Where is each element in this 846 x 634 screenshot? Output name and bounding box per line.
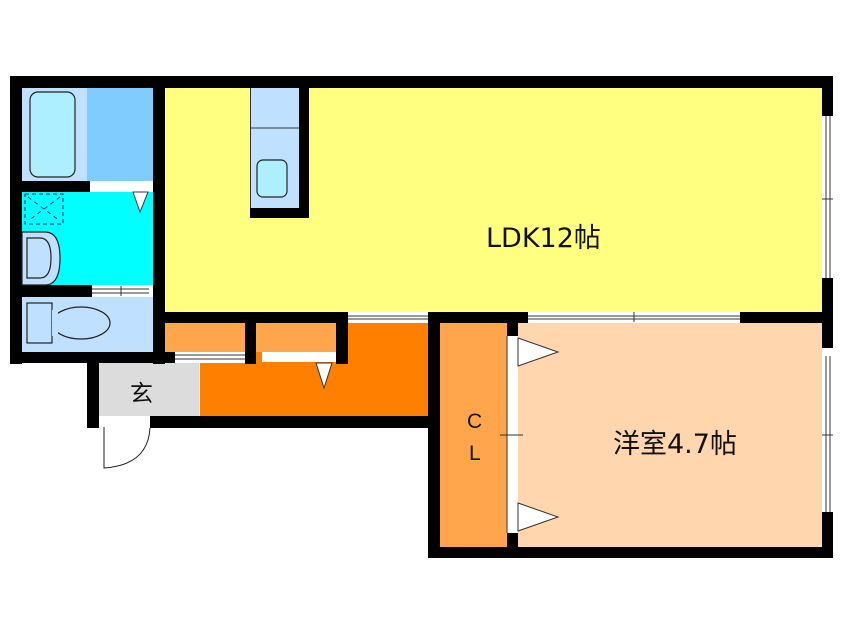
wall-right-lower	[822, 512, 833, 558]
closet	[440, 323, 507, 547]
wall-bottom-right	[428, 547, 833, 558]
entrance-door-swing-icon	[103, 427, 151, 469]
window-ldk	[822, 116, 833, 278]
wall-storage2-right	[336, 312, 348, 364]
wall-ldk-bottom-3	[740, 312, 833, 323]
wall-right-upper	[822, 76, 833, 116]
wall-closet-divider-bottom	[507, 533, 518, 558]
closet-door-marker-icon	[517, 337, 560, 367]
wall-entrance-left	[87, 352, 99, 428]
wall-hall-bottom	[150, 416, 440, 428]
wall-top	[10, 76, 833, 88]
kitchen-sink-icon	[256, 159, 288, 198]
wall-closet-left	[428, 312, 440, 558]
closet-label-l: L	[469, 442, 481, 465]
western-room-label: 洋室4.7帖	[613, 429, 737, 460]
wall-kitchen-bottom	[250, 208, 309, 218]
toilet-tank-icon	[26, 302, 53, 344]
wall-bath-bottom	[10, 181, 90, 192]
toilet-bowl-icon	[51, 306, 111, 340]
wall-closet-divider-top	[507, 312, 518, 336]
storage-1	[165, 323, 245, 352]
closet-door-marker-icon	[517, 502, 560, 532]
wall-storage-divider	[245, 312, 256, 364]
window-western	[822, 356, 833, 512]
ldk-label: LDK12帖	[486, 223, 601, 254]
wall-wet-right	[153, 76, 165, 364]
storage-2	[256, 323, 336, 352]
wall-kitchen-right	[299, 76, 309, 218]
bathtub-icon	[29, 91, 76, 178]
wall-wash-bottom	[10, 285, 92, 297]
washer-space-icon	[24, 193, 64, 225]
entrance	[99, 363, 199, 416]
closet-label-c: C	[467, 410, 483, 433]
wall-ldk-bottom-2	[428, 312, 528, 323]
entrance-label: 玄	[130, 381, 153, 407]
bath-anteroom	[87, 88, 153, 181]
western-room	[518, 323, 822, 547]
door-marker-icon	[132, 191, 149, 214]
door-marker-icon	[315, 362, 333, 390]
